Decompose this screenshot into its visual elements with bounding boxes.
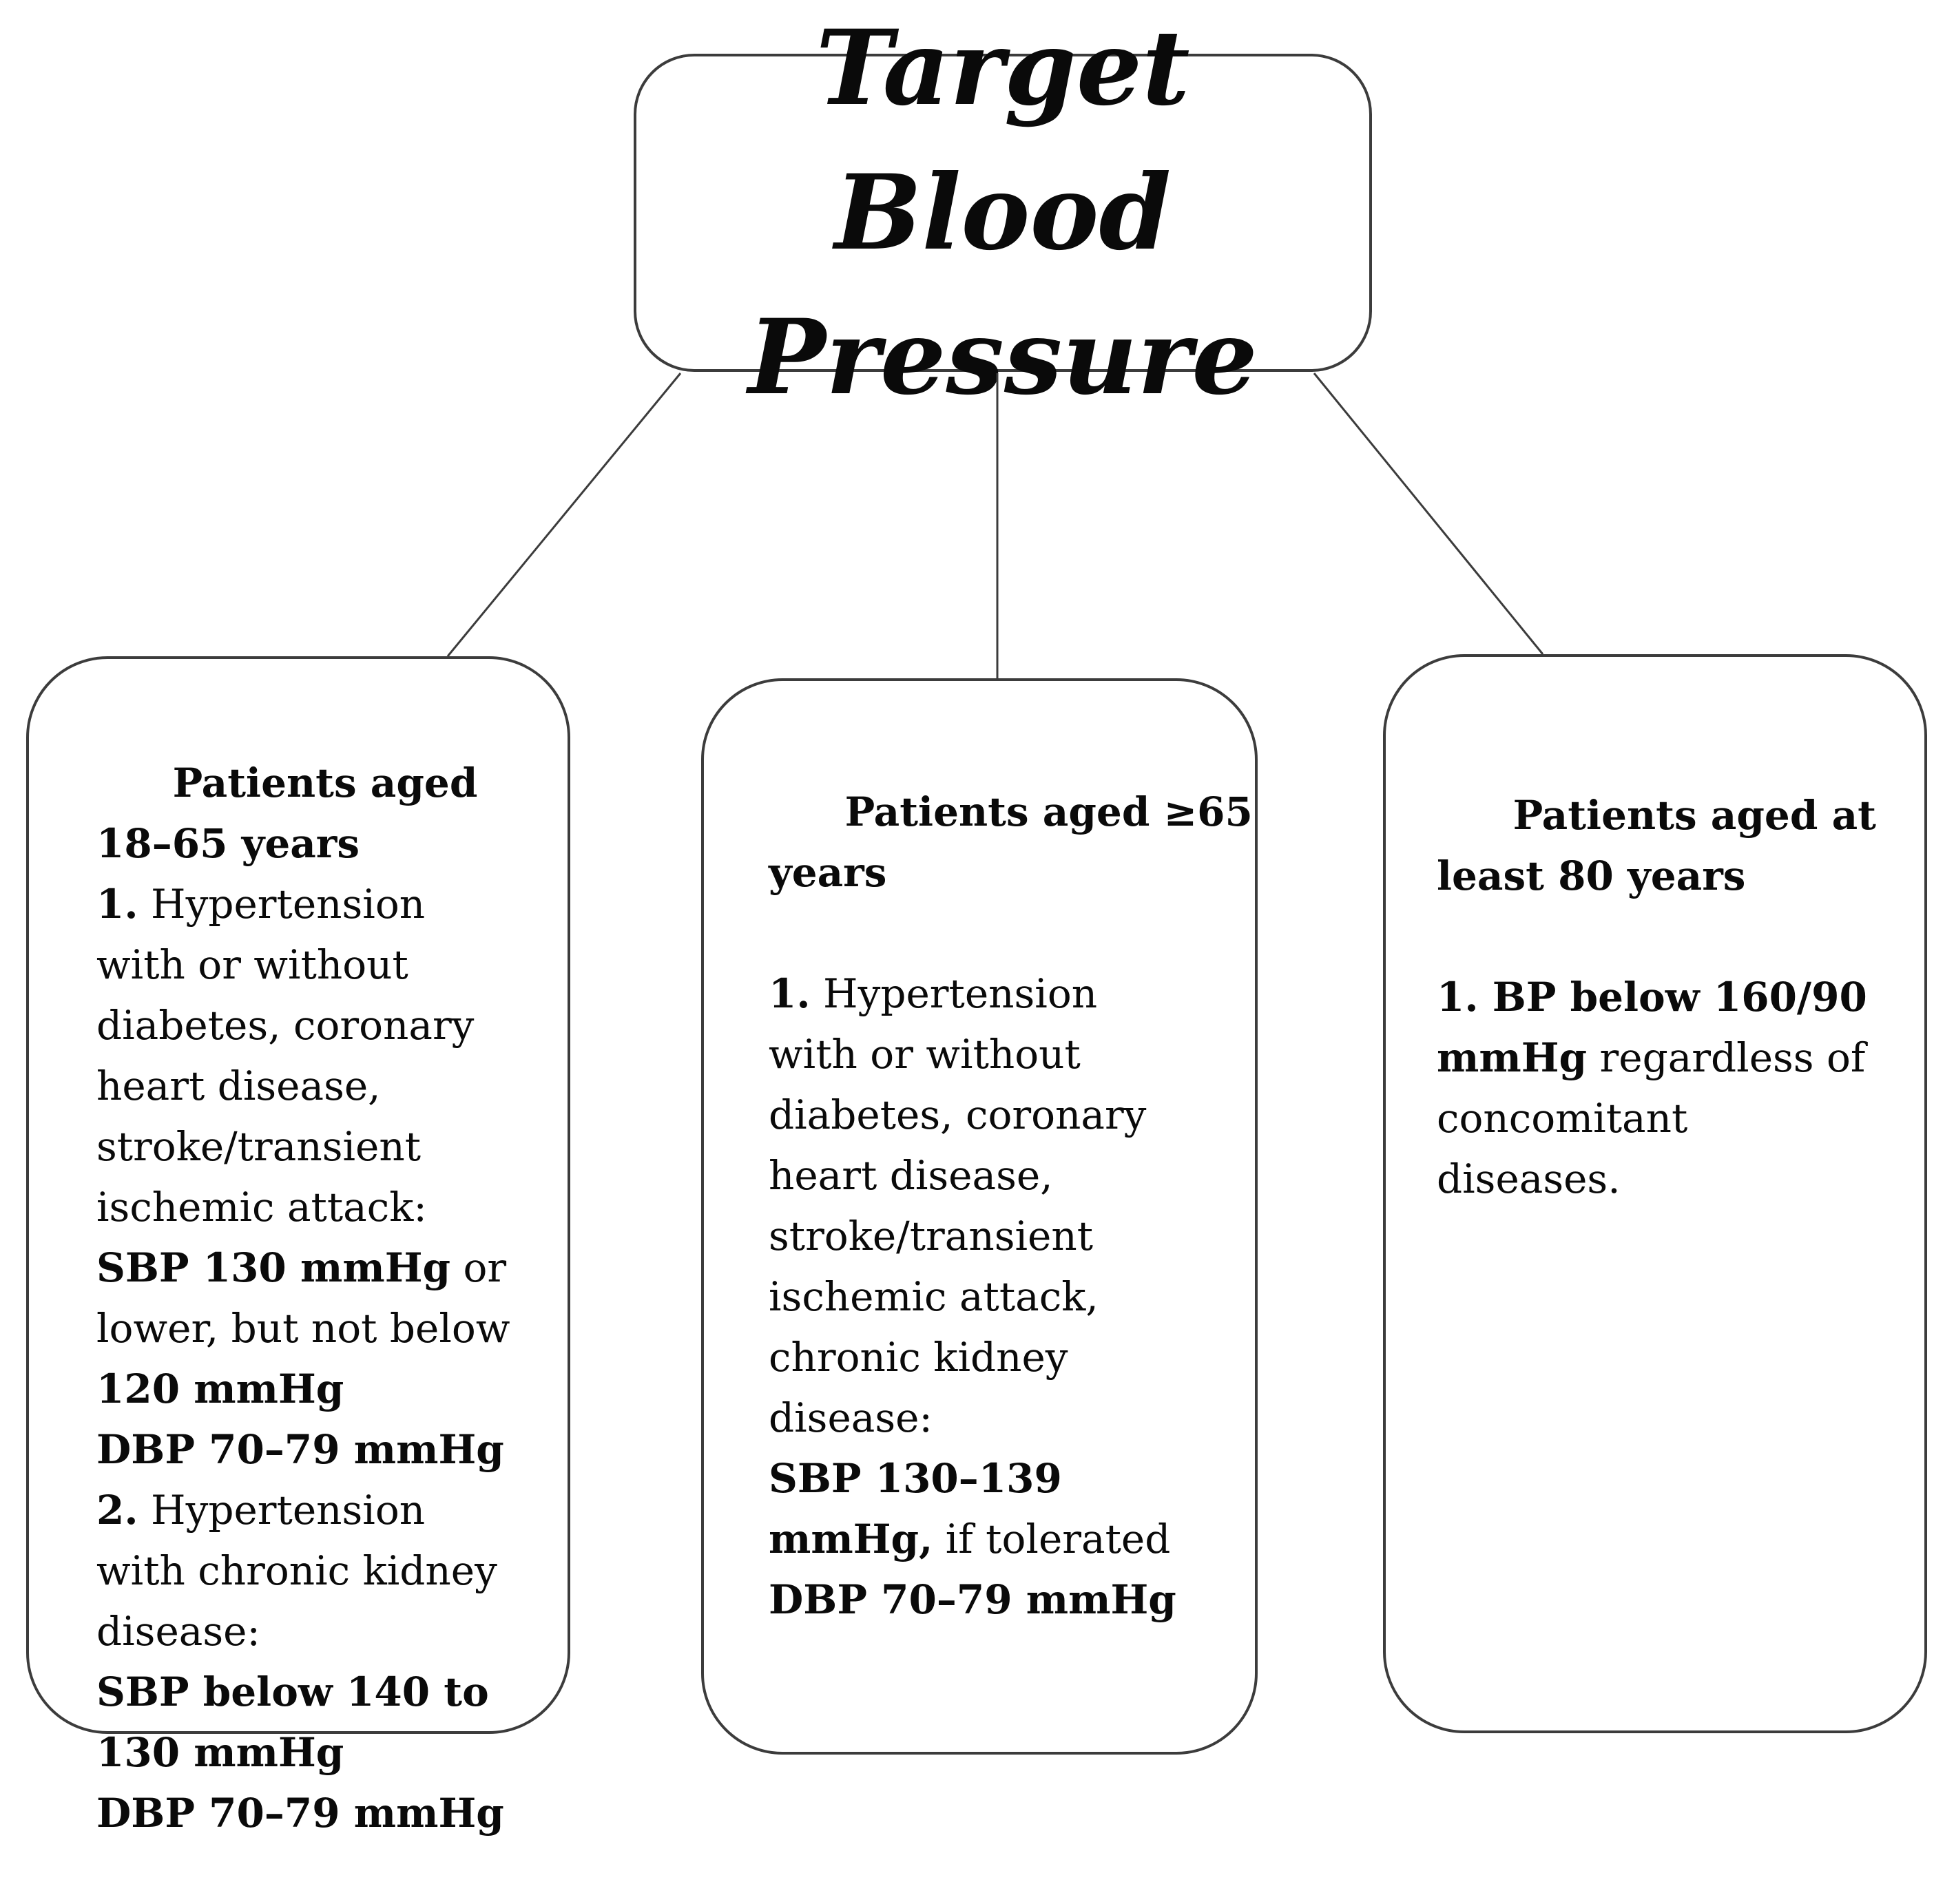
text-segment: Patients aged 18–65 years bbox=[96, 760, 478, 867]
text-segment: 1. BP below 160/90 mmHg bbox=[1437, 974, 1867, 1081]
text-segment: Patients aged ≥65 years bbox=[769, 788, 1253, 896]
text-segment: or lower, but not below bbox=[96, 1244, 510, 1352]
text-segment: Hypertension with or without diabetes, c… bbox=[769, 970, 1147, 1441]
connector-lines bbox=[446, 373, 1544, 678]
text-segment: if tolerated bbox=[945, 1516, 1171, 1562]
target-blood-pressure-flowchart: Target Blood Pressure Patients aged 18–6… bbox=[26, 8, 1927, 1837]
text-segment: Hypertension with or without diabetes, c… bbox=[96, 881, 475, 1231]
text-segment: 120 mmHg DBP 70–79 mmHg bbox=[96, 1366, 504, 1473]
box-text: Patients aged ≥65 years 1. Hypertension … bbox=[769, 721, 1253, 1691]
text-segment: Hypertension with chronic kidney disease… bbox=[96, 1487, 497, 1655]
text-segment: SBP 130 mmHg bbox=[96, 1244, 451, 1291]
root-title: Target Blood Pressure bbox=[748, 8, 1258, 418]
box-text: Patients aged at least 80 years 1. BP be… bbox=[1437, 724, 1905, 1270]
box-text: Patients aged 18–65 years 1. Hypertensio… bbox=[96, 692, 548, 1904]
box-patients-aged-65-plus: Patients aged ≥65 years 1. Hypertension … bbox=[701, 678, 1258, 1755]
text-segment: regardless of concomitant diseases. bbox=[1437, 1034, 1866, 1202]
text-segment: SBP 130–139 mmHg, bbox=[769, 1455, 1062, 1562]
text-segment: Patients aged at least 80 years bbox=[1437, 792, 1876, 899]
text-segment: 1. bbox=[96, 881, 138, 928]
root-box: Target Blood Pressure bbox=[634, 8, 1372, 418]
connector-line-right bbox=[1313, 373, 1544, 655]
text-segment: DBP 70–79 mmHg bbox=[769, 1576, 1176, 1623]
box-patients-aged-18-65: Patients aged 18–65 years 1. Hypertensio… bbox=[26, 656, 570, 1837]
text-segment: 1. bbox=[769, 970, 811, 1017]
connector-line-left bbox=[446, 373, 682, 657]
text-segment: SBP below 140 to 130 mmHg DBP 70–79 mmHg bbox=[96, 1668, 504, 1837]
text-segment: 2. bbox=[96, 1487, 138, 1534]
box-patients-aged-80-plus: Patients aged at least 80 years 1. BP be… bbox=[1383, 654, 1927, 1733]
